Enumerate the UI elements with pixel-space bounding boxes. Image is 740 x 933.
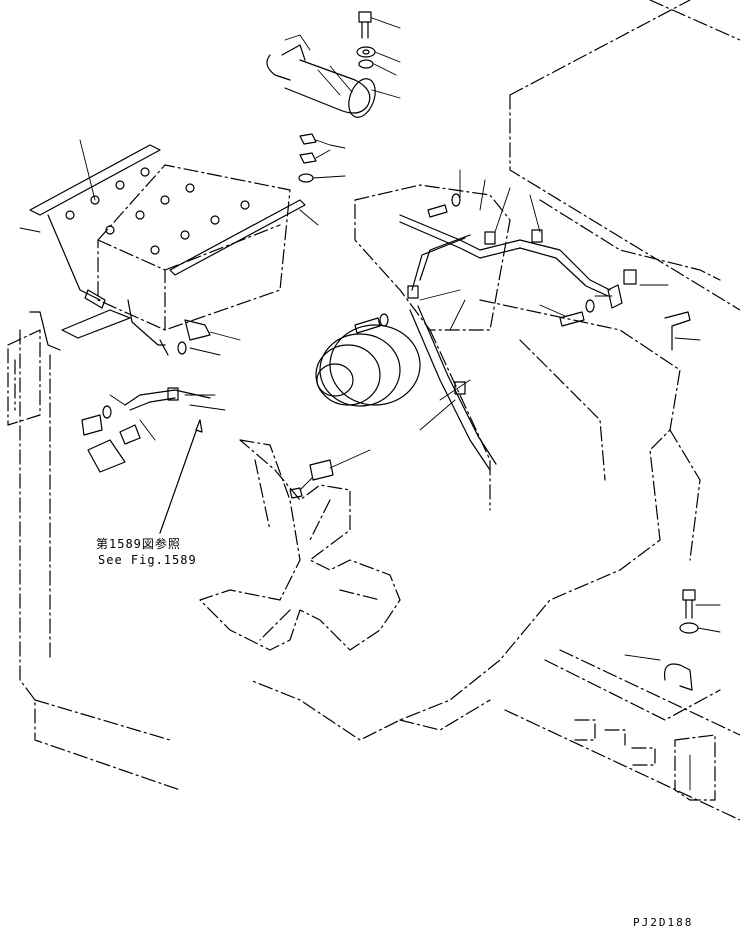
pipe-bolts (354, 193, 637, 334)
engine-block (249, 184, 721, 741)
bottom-right-frame (574, 719, 716, 801)
battery-bracket (29, 299, 241, 356)
drawing-code: PJ2D188 (633, 916, 694, 929)
left-harness (7, 329, 226, 473)
callout-leaders (419, 169, 701, 431)
top-bolt-stack (356, 11, 401, 99)
battery-nuts (298, 133, 346, 183)
cylinder-assembly (266, 34, 376, 118)
sensor (289, 449, 371, 499)
figure-reference-jp: 第1589図参照 (96, 537, 181, 551)
reference-leader (159, 419, 203, 534)
figure-reference-en: See Fig.1589 (98, 553, 197, 567)
battery (19, 139, 319, 331)
fan (199, 439, 401, 651)
crank-pulley (315, 324, 421, 407)
pipe-bracket-right (664, 311, 691, 351)
bottom-bolt (624, 589, 721, 691)
machine-frame-outline (19, 0, 740, 821)
piping (399, 214, 611, 471)
